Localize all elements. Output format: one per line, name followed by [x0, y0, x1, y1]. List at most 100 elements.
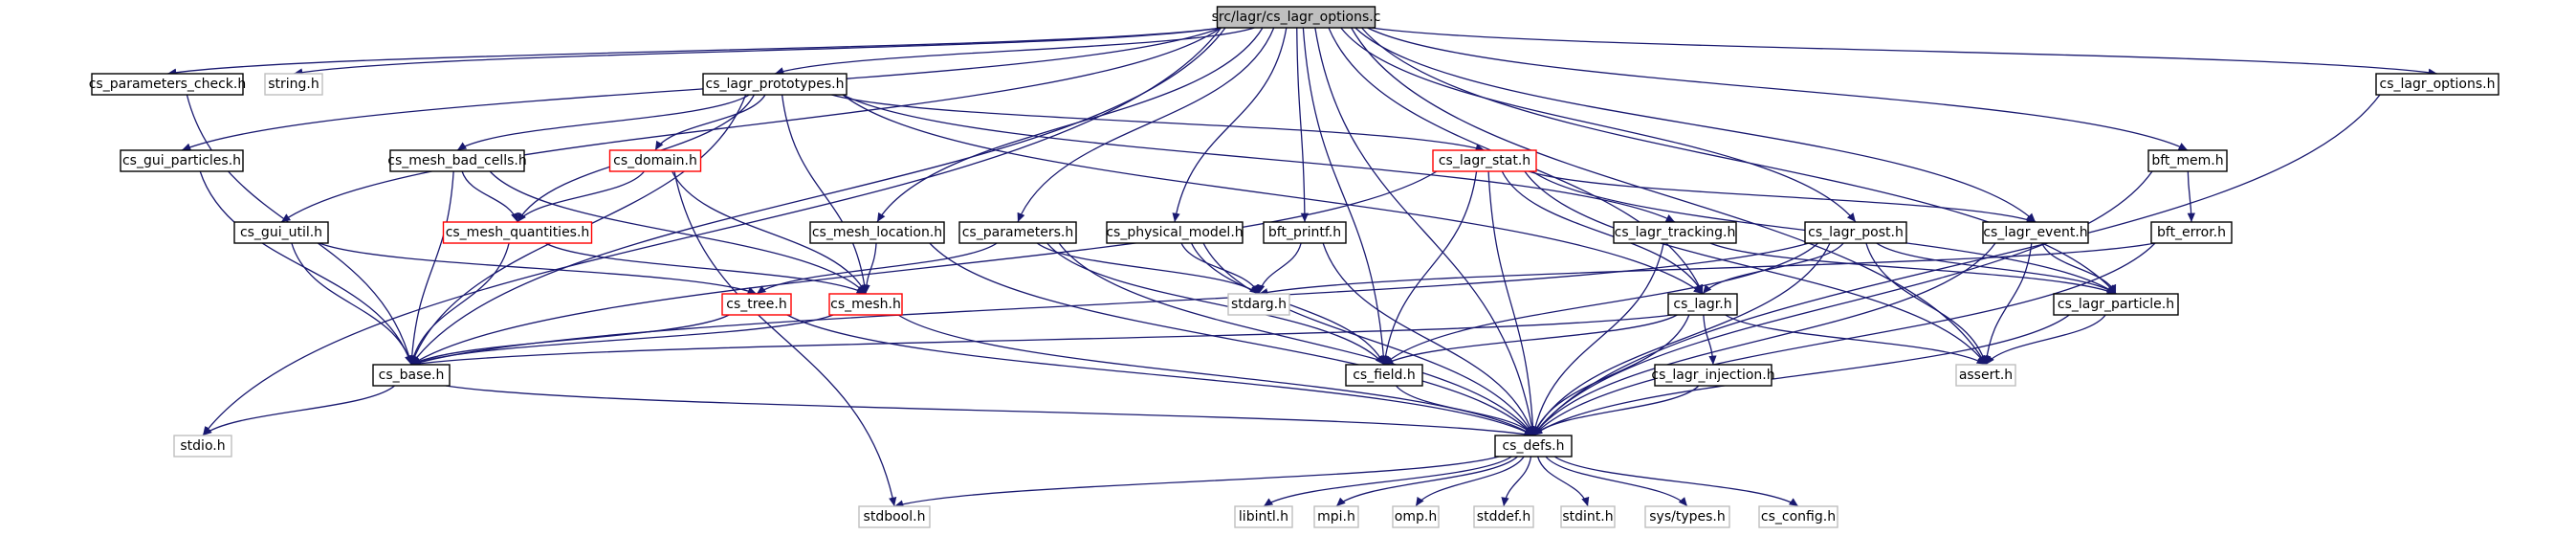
edge-n_defs-to-n_mpi: [1335, 456, 1518, 507]
edge-n_bft_printf-to-n_stdarg: [1257, 242, 1302, 295]
edge-n_parameters-to-n_tree: [756, 242, 998, 295]
node-bft-printf[interactable]: bft_printf.h: [1263, 221, 1347, 244]
node-box: [1432, 149, 1537, 172]
edge-n_lagr_stat-to-n_field: [1381, 170, 1478, 366]
edge-n_lagr_h-to-n_base: [410, 314, 1673, 368]
node-bft-mem[interactable]: bft_mem.h: [2147, 149, 2228, 172]
node-label: cs_lagr_particle.h: [2058, 297, 2174, 312]
node-box: [1560, 505, 1616, 528]
node-lagr-h[interactable]: cs_lagr.h: [1667, 293, 1738, 316]
node-stddef: stddef.h: [1473, 505, 1534, 528]
node-tree[interactable]: cs_tree.h: [721, 293, 792, 316]
node-box: [1106, 221, 1244, 244]
node-mesh[interactable]: cs_mesh.h: [828, 293, 903, 316]
node-lagr-event[interactable]: cs_lagr_event.h: [1982, 221, 2089, 244]
edge-n_lagr_post-to-n_lagr_particle: [1876, 242, 2117, 295]
edge-n_root-to-n_lagr_event: [1354, 27, 2037, 223]
node-box: [828, 293, 903, 316]
node-lagr-options-h[interactable]: cs_lagr_options.h: [2375, 73, 2499, 96]
node-parameters[interactable]: cs_parameters.h: [958, 221, 1077, 244]
edge-n_defs-to-n_stddef: [1501, 456, 1532, 507]
node-libintl: libintl.h: [1234, 505, 1293, 528]
node-lagr-inj[interactable]: cs_lagr_injection.h: [1651, 364, 1775, 387]
node-mesh-bad[interactable]: cs_mesh_bad_cells.h: [387, 149, 527, 172]
node-root[interactable]: src/lagr/cs_lagr_options.c: [1212, 6, 1381, 29]
edge-n_phys_model-to-n_defs: [1202, 242, 1534, 436]
node-box: [721, 293, 792, 316]
edge-n_bft_printf-to-n_defs: [1322, 242, 1535, 436]
edge-n_lagr_h-to-n_field: [1383, 314, 1678, 366]
node-base[interactable]: cs_base.h: [372, 364, 451, 387]
node-label: cs_mesh_quantities.h: [446, 225, 590, 240]
node-stdbool: stdbool.h: [858, 505, 931, 528]
edge-n_mesh_bad-to-n_mesh_quant: [461, 170, 519, 223]
edge-n_mesh_bad-to-n_mesh: [489, 170, 867, 295]
edge-n_lagr_proto-to-n_lagr_h: [842, 94, 1704, 295]
node-box: [1392, 505, 1440, 528]
edge-n_root-to-n_phys_model: [1172, 27, 1288, 223]
node-bft-error[interactable]: bft_error.h: [2150, 221, 2233, 244]
node-gui-util[interactable]: cs_gui_util.h: [233, 221, 329, 244]
node-stdio: stdio.h: [173, 435, 232, 458]
edge-n_lagr_track-to-n_defs: [1530, 242, 1664, 436]
edge-n_root-to-n_lagr_proto: [774, 27, 1255, 76]
node-label: bft_error.h: [2157, 225, 2226, 240]
node-box: [1644, 505, 1730, 528]
node-phys-model[interactable]: cs_physical_model.h: [1106, 221, 1244, 244]
node-box: [1494, 435, 1573, 458]
node-lagr-proto[interactable]: cs_lagr_prototypes.h: [702, 73, 848, 96]
node-defs[interactable]: cs_defs.h: [1494, 435, 1573, 458]
edge-n_phys_model-to-n_stdarg: [1180, 242, 1260, 295]
edge-n_lagr_event-to-n_assert: [1982, 242, 2033, 366]
node-box: [2147, 149, 2228, 172]
node-box: [1758, 505, 1838, 528]
node-label: cs_gui_util.h: [240, 225, 322, 240]
node-label: cs_lagr_options.h: [2380, 77, 2496, 92]
node-label: sys/types.h: [1649, 509, 1725, 525]
node-box: [173, 435, 232, 458]
node-lagr-particle[interactable]: cs_lagr_particle.h: [2053, 293, 2179, 316]
edge-n_bft_mem-to-n_defs: [1532, 170, 2153, 436]
node-lagr-track[interactable]: cs_lagr_tracking.h: [1613, 221, 1737, 244]
edge-n_root-to-n_string: [293, 27, 1222, 77]
node-box: [1227, 293, 1290, 316]
edge-n_bft_error-to-n_defs: [1532, 242, 2156, 436]
node-gui-particles[interactable]: cs_gui_particles.h: [120, 149, 244, 172]
node-lagr-stat[interactable]: cs_lagr_stat.h: [1432, 149, 1537, 172]
edge-n_root-to-n_parameters: [1017, 27, 1275, 223]
node-box: [958, 221, 1077, 244]
node-label: cs_field.h: [1353, 368, 1416, 383]
node-label: bft_printf.h: [1268, 225, 1341, 240]
node-box: [1955, 364, 2016, 387]
node-label: cs_defs.h: [1502, 438, 1564, 454]
node-lagr-post[interactable]: cs_lagr_post.h: [1804, 221, 1907, 244]
node-label: assert.h: [1959, 368, 2013, 383]
edge-n_lagr_stat-to-n_defs: [1487, 170, 1537, 436]
edge-n_lagr_stat-to-n_assert: [1524, 170, 1987, 366]
edge-n_domain-to-n_stdbool: [673, 170, 897, 507]
node-label: omp.h: [1395, 509, 1437, 525]
node-field[interactable]: cs_field.h: [1345, 364, 1423, 387]
node-mesh-loc[interactable]: cs_mesh_location.h: [809, 221, 945, 244]
edge-n_lagr_stat-to-n_lagr_event: [1528, 170, 2037, 224]
node-mesh-quant[interactable]: cs_mesh_quantities.h: [442, 221, 593, 244]
node-label: cs_lagr_prototypes.h: [706, 77, 845, 92]
node-label: libintl.h: [1239, 509, 1288, 525]
node-box: [702, 73, 848, 96]
node-label: cs_mesh_location.h: [812, 225, 942, 240]
edge-n_gui_util-to-n_tree: [319, 242, 758, 295]
node-omp: omp.h: [1392, 505, 1440, 528]
node-box: [233, 221, 329, 244]
node-domain[interactable]: cs_domain.h: [608, 149, 702, 172]
node-stdint: stdint.h: [1560, 505, 1616, 528]
node-label: stdarg.h: [1231, 297, 1287, 312]
edge-n_tree-to-n_defs: [786, 314, 1534, 436]
node-label: mpi.h: [1317, 509, 1355, 525]
edge-n_parameters-to-n_field: [1046, 242, 1385, 366]
node-box: [2053, 293, 2179, 316]
node-params-check[interactable]: cs_parameters_check.h: [89, 73, 247, 96]
node-config: cs_config.h: [1758, 505, 1838, 528]
node-box: [1234, 505, 1293, 528]
node-label: cs_lagr_injection.h: [1651, 368, 1774, 383]
edge-n_parameters-to-n_defs: [1058, 242, 1534, 436]
